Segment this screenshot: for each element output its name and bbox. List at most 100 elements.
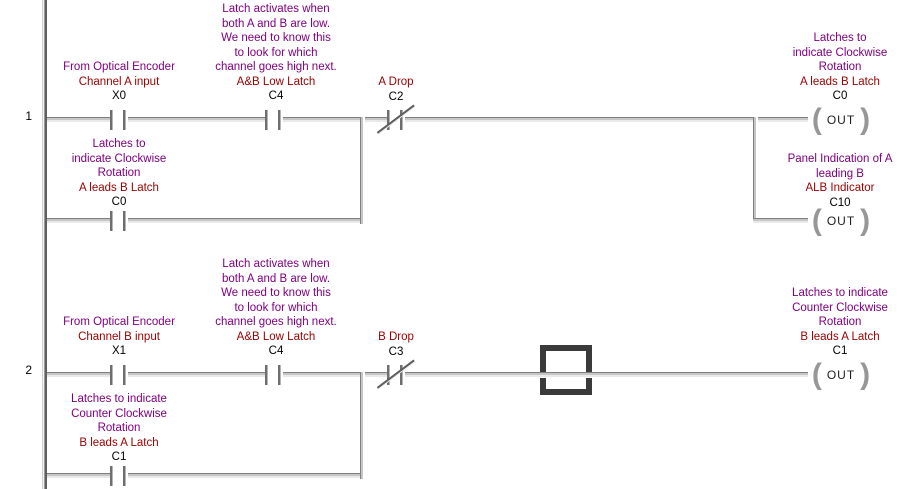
branch-wire <box>128 218 365 224</box>
labels-c0-branch: Latches to indicate Clockwise Rotation A… <box>39 137 199 210</box>
nickname: Channel B input <box>78 330 160 343</box>
description-line: Rotation <box>818 61 862 73</box>
contact-c1-branch[interactable] <box>110 466 128 486</box>
rung-wire <box>283 372 387 378</box>
description-line: Latch activates when <box>222 3 330 15</box>
rung-wire <box>128 117 265 123</box>
coil-paren-right-icon: ) <box>860 358 871 391</box>
edit-cursor[interactable] <box>540 345 592 395</box>
contact-bar <box>265 110 270 130</box>
coil-paren-right-icon: ) <box>860 204 871 237</box>
address: X0 <box>111 90 127 102</box>
contact-bar <box>400 110 405 130</box>
contact-bar <box>110 211 115 231</box>
contact-c3-normally-closed[interactable] <box>376 359 416 390</box>
contact-bar <box>123 110 128 130</box>
address: C0 <box>832 90 848 102</box>
labels-x1: From Optical Encoder Channel B input X1 <box>39 315 199 359</box>
description-line: Rotation <box>97 422 141 434</box>
nickname: A Drop <box>378 76 414 88</box>
rung-wire <box>405 372 808 378</box>
contact-bar <box>387 110 392 130</box>
nickname: A leads B Latch <box>79 181 159 194</box>
description-line: From Optical Encoder <box>63 316 175 328</box>
description-line: to look for which <box>234 301 318 314</box>
description-line: channel goes high next. <box>215 61 337 73</box>
contact-bar <box>387 365 392 385</box>
contact-c4-rung1[interactable] <box>265 110 283 130</box>
labels-c1-branch: Latches to indicate Counter Clockwise Ro… <box>39 392 199 465</box>
description-line: We need to know this <box>221 287 331 299</box>
labels-coil-c1: Latches to indicate Counter Clockwise Ro… <box>755 286 909 359</box>
rung-wire <box>47 372 110 378</box>
coil-branch-wire <box>753 218 808 224</box>
nickname: B Drop <box>378 331 414 343</box>
address: C1 <box>111 451 127 463</box>
labels-c3: B Drop C3 <box>316 330 476 359</box>
address: C2 <box>388 90 404 103</box>
rung-wire <box>128 372 265 378</box>
left-power-rail <box>42 0 47 489</box>
contact-x0[interactable] <box>110 110 128 130</box>
address: C4 <box>268 345 284 357</box>
description-line: Panel Indication of A <box>787 153 893 165</box>
coil-c10-out[interactable]: (OUT) <box>808 204 874 237</box>
coil-type-label: OUT <box>826 113 856 127</box>
description-line: Latches to indicate <box>792 287 888 299</box>
contact-x1[interactable] <box>110 365 128 385</box>
rung-wire <box>405 117 808 123</box>
address: C4 <box>268 90 284 102</box>
nickname: A&B Low Latch <box>236 330 316 343</box>
coil-paren-left-icon: ( <box>811 358 822 391</box>
labels-c2: A Drop C2 <box>316 75 476 104</box>
contact-c2-normally-closed[interactable] <box>376 104 416 135</box>
nickname: B leads A Latch <box>800 330 880 343</box>
description-line: Latches to <box>813 32 867 44</box>
address: X1 <box>111 345 127 357</box>
rung-wire <box>47 117 110 123</box>
labels-c4-rung1: Latch activates when both A and B are lo… <box>196 2 356 104</box>
branch-wire <box>47 218 110 224</box>
contact-c0-branch[interactable] <box>110 211 128 231</box>
description-line: indicate Clockwise <box>71 152 167 165</box>
contact-bar <box>400 365 405 385</box>
contact-bar <box>123 466 128 486</box>
description-line: both A and B are low. <box>221 17 331 30</box>
description-line: Rotation <box>818 316 862 328</box>
coil-c0-out[interactable]: (OUT) <box>808 103 874 136</box>
address: C3 <box>388 345 404 358</box>
description-line: both A and B are low. <box>221 272 331 285</box>
coil-c1-out[interactable]: (OUT) <box>808 358 874 391</box>
contact-c4-rung2[interactable] <box>265 365 283 385</box>
branch-wire <box>128 473 365 479</box>
address: C0 <box>111 196 127 208</box>
coil-paren-left-icon: ( <box>811 103 822 136</box>
nickname: B leads A Latch <box>79 436 159 449</box>
labels-x0: From Optical Encoder Channel A input X0 <box>39 60 199 104</box>
description-line: leading B <box>816 167 864 180</box>
description-line: indicate Clockwise <box>792 46 888 59</box>
address: C10 <box>829 196 851 209</box>
description-line: From Optical Encoder <box>63 61 175 73</box>
description-line: Latches to indicate <box>71 393 167 405</box>
description-line: Counter Clockwise <box>792 301 888 314</box>
labels-coil-c0: Latches to indicate Clockwise Rotation A… <box>755 31 909 104</box>
description-line: Counter Clockwise <box>71 407 167 420</box>
rung-number-1[interactable]: 1 <box>25 109 32 123</box>
description-line: We need to know this <box>221 32 331 44</box>
branch-junction-wire <box>360 117 365 224</box>
branch-wire <box>47 473 110 479</box>
contact-bar <box>110 110 115 130</box>
contact-bar <box>110 365 115 385</box>
coil-type-label: OUT <box>826 214 856 228</box>
contact-bar <box>110 466 115 486</box>
contact-bar <box>278 110 283 130</box>
rung-wire <box>283 117 387 123</box>
contact-bar <box>278 365 283 385</box>
contact-bar <box>265 365 270 385</box>
rung-number-2[interactable]: 2 <box>25 363 32 377</box>
branch-junction-wire <box>360 372 365 479</box>
nickname: Channel A input <box>78 75 160 88</box>
description-line: Latch activates when <box>222 258 330 270</box>
